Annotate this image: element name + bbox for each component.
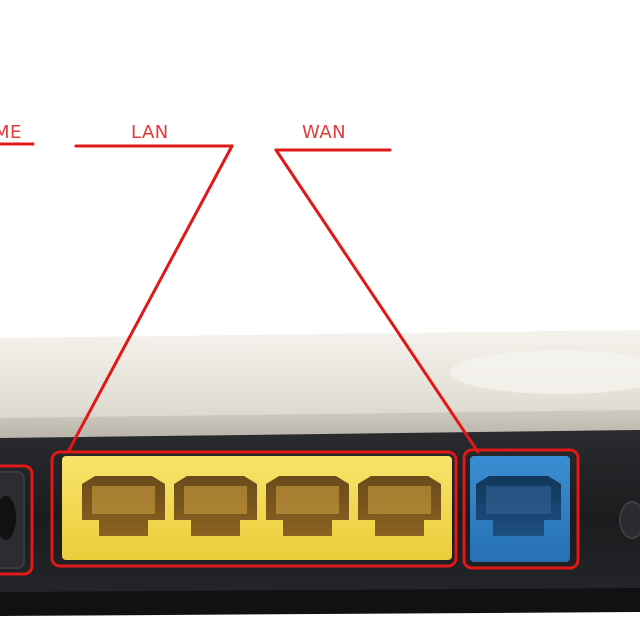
wan-port <box>476 476 561 536</box>
lan-port-4 <box>358 476 441 536</box>
router-top-cover <box>0 330 640 426</box>
lan-port-2 <box>174 476 257 536</box>
power-highlight-box <box>0 464 34 576</box>
router-base <box>0 588 640 616</box>
lan-highlight-box <box>50 450 458 568</box>
wan-highlight-box <box>462 448 580 570</box>
lan-label: LAN <box>131 122 169 143</box>
lan-port-3 <box>266 476 349 536</box>
lan-port-1 <box>82 476 165 536</box>
annotation-lines <box>0 142 480 454</box>
power-label: ME <box>0 122 22 143</box>
wan-label: WAN <box>302 122 347 143</box>
